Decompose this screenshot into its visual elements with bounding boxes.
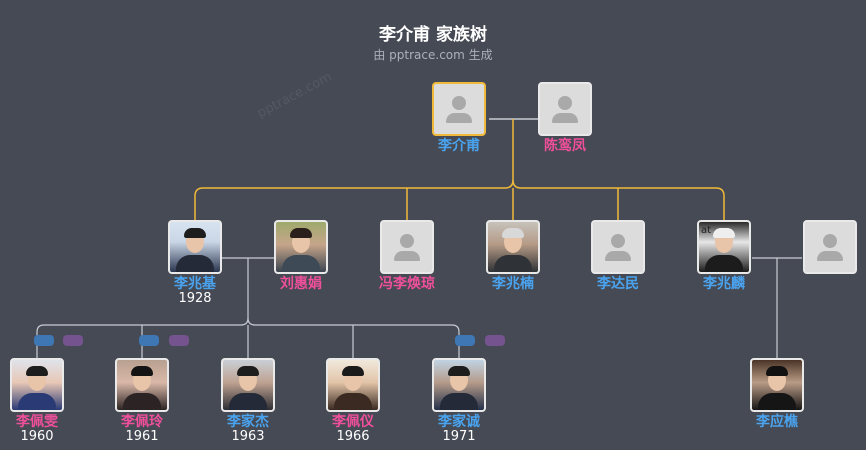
birth-year: 1961 <box>125 429 159 444</box>
person-li-jiajie[interactable]: 李家杰 1963 <box>213 358 283 444</box>
person-li-jiacheng[interactable]: 李家诚 1971 <box>424 358 494 444</box>
spouse-marker-female[interactable] <box>63 335 83 346</box>
person-name: 李介甫 <box>438 138 480 154</box>
person-li-peiyi[interactable]: 李佩仪 1966 <box>318 358 388 444</box>
page-subtitle: 由 pptrace.com 生成 <box>373 48 493 62</box>
descent-line-gen1 <box>194 119 514 220</box>
portrait-photo <box>115 358 169 412</box>
person-name: 李佩雯 <box>16 414 58 430</box>
spouse-marker-male[interactable] <box>139 335 159 346</box>
descent-line-gen1-right <box>512 179 725 220</box>
person-li-zhaoji[interactable]: 李兆基 1928 <box>160 220 230 306</box>
portrait-photo <box>326 358 380 412</box>
person-name: 李佩仪 <box>332 414 374 430</box>
person-li-zhaolin[interactable]: at 李兆麟 <box>689 220 759 292</box>
person-chen-luanfeng[interactable]: 陈鸾凤 <box>530 82 600 154</box>
spouse-marker-male[interactable] <box>455 335 475 346</box>
page-title: 李介甫 家族树 <box>379 25 487 45</box>
person-name: 李兆楠 <box>492 276 534 292</box>
descent-line-gen2-a-right <box>247 317 460 358</box>
spouse-marker-female[interactable] <box>169 335 189 346</box>
photo-caption: at <box>701 225 712 236</box>
person-li-peiwen[interactable]: 李佩雯 1960 <box>2 358 72 444</box>
person-name: 李兆麟 <box>703 276 745 292</box>
person-liu-huijuan[interactable]: 刘惠娟 <box>266 220 336 292</box>
placeholder-avatar-icon <box>538 82 592 136</box>
person-li-damin[interactable]: 李达民 <box>583 220 653 292</box>
person-name: 冯李焕琼 <box>379 276 435 292</box>
placeholder-avatar-icon <box>803 220 857 274</box>
placeholder-avatar-icon <box>380 220 434 274</box>
birth-year: 1928 <box>178 291 212 306</box>
person-name: 李兆基 <box>174 276 216 292</box>
portrait-photo <box>750 358 804 412</box>
person-li-peiling[interactable]: 李佩玲 1961 <box>107 358 177 444</box>
birth-year: 1971 <box>442 429 476 444</box>
person-feng-li-huanqiong[interactable]: 冯李焕琼 <box>372 220 442 292</box>
person-name: 刘惠娟 <box>280 276 322 292</box>
birth-year: 1960 <box>20 429 54 444</box>
portrait-photo <box>274 220 328 274</box>
portrait-photo: at <box>697 220 751 274</box>
birth-year: 1966 <box>336 429 370 444</box>
portrait-photo <box>221 358 275 412</box>
portrait-photo <box>168 220 222 274</box>
person-name: 李应樵 <box>756 414 798 430</box>
portrait-photo <box>10 358 64 412</box>
person-li-yingqiao[interactable]: 李应樵 <box>742 358 812 430</box>
spouse-marker-male[interactable] <box>34 335 54 346</box>
spouse-marker-female[interactable] <box>485 335 505 346</box>
person-li-jiefu[interactable]: 李介甫 <box>424 82 494 154</box>
person-li-zhaonan[interactable]: 李兆楠 <box>478 220 548 292</box>
person-unnamed-spouse[interactable] <box>795 220 865 276</box>
portrait-photo <box>432 358 486 412</box>
portrait-photo <box>486 220 540 274</box>
person-name: 李家杰 <box>227 414 269 430</box>
person-name: 李达民 <box>597 276 639 292</box>
person-name: 李家诚 <box>438 414 480 430</box>
birth-year: 1963 <box>231 429 265 444</box>
placeholder-avatar-icon <box>432 82 486 136</box>
person-name: 陈鸾凤 <box>544 138 586 154</box>
placeholder-avatar-icon <box>591 220 645 274</box>
person-name: 李佩玲 <box>121 414 163 430</box>
